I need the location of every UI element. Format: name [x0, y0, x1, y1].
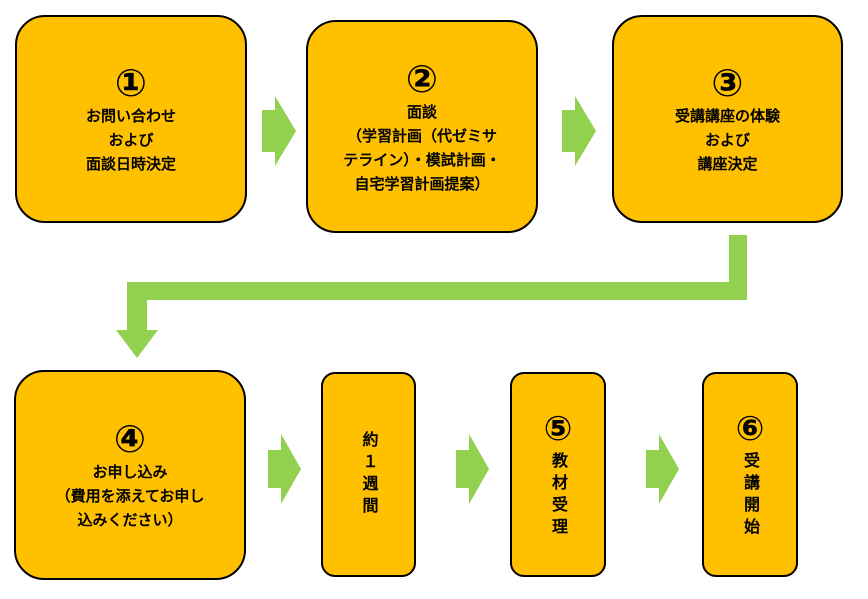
step-2-box: ② 面談 （学習計画（代ゼミサ テライン）・模試計画・ 自宅学習計画提案）	[306, 20, 538, 233]
step-5-number: ⑤	[543, 408, 573, 449]
step-3-number: ③	[711, 61, 744, 105]
step-4-number: ④	[113, 417, 147, 461]
arrow-4-to-wait	[268, 434, 301, 504]
step-3-line: 受講講座の体験	[674, 107, 780, 125]
step-5-box: ⑤ 教材受理	[510, 372, 606, 577]
step-3-line: 講座決定	[697, 155, 758, 173]
step-2-line: （学習計画（代ゼミサ	[346, 126, 497, 145]
step-4-line: 込みください）	[77, 511, 183, 529]
step-6-text: 受講開始	[741, 451, 760, 540]
step-1-line: 面談日時決定	[85, 155, 176, 173]
step-4-box: ④ お申し込み （費用を添えてお申し 込みください）	[14, 370, 246, 580]
step-2-line: 自宅学習計画提案）	[354, 174, 490, 193]
step-1-line: および	[108, 131, 154, 149]
step-1-line: お問い合わせ	[85, 107, 176, 125]
step-4-line: （費用を添えてお申し	[55, 487, 205, 505]
wait-text: 約１週間	[359, 430, 379, 519]
wait-box: 約１週間	[321, 372, 416, 577]
arrow-wait-to-5	[456, 434, 489, 504]
step-2-line: テライン）・模試計画・	[343, 150, 501, 169]
arrow-5-to-6	[646, 434, 679, 504]
step-2-line: 面談	[406, 102, 437, 121]
step-3-line: および	[704, 131, 750, 149]
step-1-box: ① お問い合わせ および 面談日時決定	[15, 15, 247, 223]
arrow-2-to-3	[562, 96, 596, 166]
step-1-number: ①	[114, 61, 148, 105]
arrow-1-to-2	[262, 96, 296, 166]
step-6-number: ⑥	[735, 408, 765, 449]
step-2-number: ②	[405, 56, 439, 101]
step-6-box: ⑥ 受講開始	[702, 372, 798, 577]
step-4-line: お申し込み	[92, 463, 168, 481]
arrow-3-to-4	[116, 235, 747, 358]
step-5-text: 教材受理	[549, 451, 568, 540]
step-3-box: ③ 受講講座の体験 および 講座決定	[612, 15, 843, 223]
